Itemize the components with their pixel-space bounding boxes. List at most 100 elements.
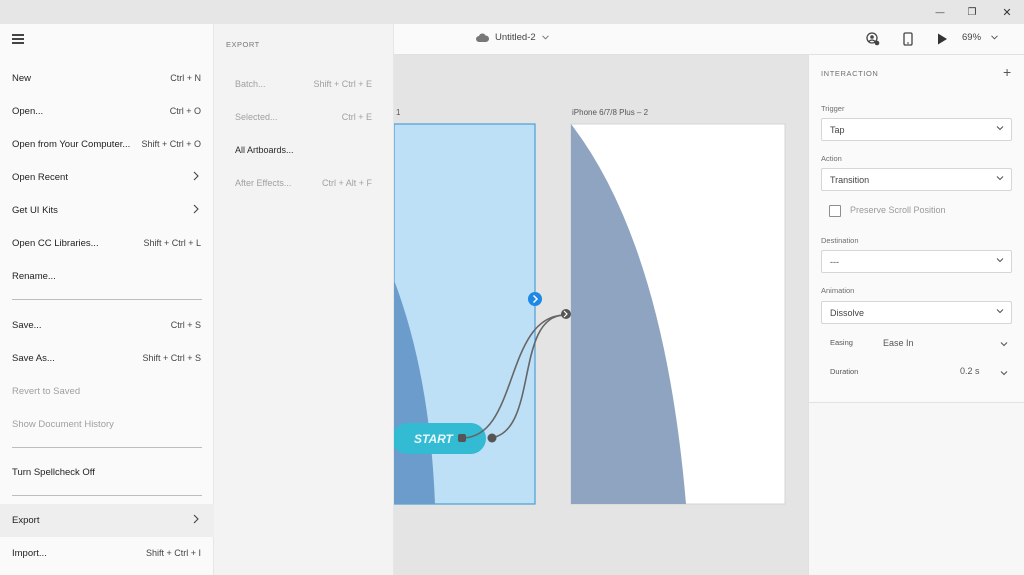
export-all-artboards-item[interactable]: All Artboards...: [214, 134, 394, 167]
chevron-down-icon: [1000, 342, 1008, 347]
close-icon: ✕: [1002, 6, 1012, 19]
chevron-down-icon: [541, 35, 549, 40]
hamburger-menu-icon[interactable]: [12, 34, 24, 44]
menu-item-label: Revert to Saved: [12, 386, 81, 397]
chevron-down-icon: [1000, 371, 1008, 376]
menu-item-open[interactable]: Open... Ctrl + O: [0, 95, 214, 128]
restore-icon: ❐: [967, 6, 977, 18]
trigger-select[interactable]: Tap: [821, 118, 1012, 141]
menu-item-label: Selected...: [235, 112, 278, 122]
start-button-label: START: [414, 432, 455, 446]
export-after-effects-item[interactable]: After Effects... Ctrl + Alt + F: [214, 167, 394, 200]
menu-item-get-ui-kits[interactable]: Get UI Kits: [0, 194, 214, 227]
zoom-value: 69%: [962, 32, 982, 43]
menu-item-save-as[interactable]: Save As... Shift + Ctrl + S: [0, 342, 214, 375]
action-value: Transition: [830, 175, 870, 185]
chevron-down-icon: [996, 258, 1004, 263]
property-inspector: INTERACTION + Trigger Tap Action Transit…: [808, 55, 1024, 575]
share-user-button[interactable]: [864, 30, 882, 48]
menu-item-open-from-computer[interactable]: Open from Your Computer... Shift + Ctrl …: [0, 128, 214, 161]
design-canvas[interactable]: 1 iPhone 6/7/8 Plus – 2 START: [394, 55, 808, 575]
menu-divider: [12, 447, 202, 448]
menu-item-show-document-history[interactable]: Show Document History: [0, 408, 214, 441]
close-window-button[interactable]: ✕: [990, 0, 1024, 24]
animation-select[interactable]: Dissolve: [821, 301, 1012, 324]
duration-value: 0.2 s: [960, 366, 980, 376]
document-title: Untitled-2: [495, 32, 536, 43]
menu-item-open-recent[interactable]: Open Recent: [0, 161, 214, 194]
action-label: Action: [821, 154, 842, 163]
preview-play-button[interactable]: [933, 30, 951, 48]
wire-target-handle: [561, 309, 571, 319]
artboard-1-label[interactable]: 1: [396, 108, 401, 117]
menu-item-shortcut: Ctrl + E: [341, 112, 372, 122]
interaction-heading: INTERACTION: [821, 69, 879, 78]
interaction-wire: [489, 314, 565, 439]
menu-item-open-cc-libraries[interactable]: Open CC Libraries... Shift + Ctrl + L: [0, 227, 214, 260]
destination-select[interactable]: ---: [821, 250, 1012, 273]
zoom-dropdown[interactable]: 69%: [962, 32, 998, 43]
artboard-2-label[interactable]: iPhone 6/7/8 Plus – 2: [572, 108, 649, 117]
duration-select[interactable]: 0.2 s: [957, 363, 1009, 379]
artboard-2-shape: [571, 124, 686, 504]
menu-item-shortcut: Shift + Ctrl + L: [143, 238, 201, 248]
menu-item-revert-to-saved[interactable]: Revert to Saved: [0, 375, 214, 408]
device-preview-button[interactable]: [899, 30, 917, 48]
easing-value: Ease In: [883, 338, 914, 348]
chevron-down-icon: [991, 35, 998, 40]
start-button-shape: [394, 423, 486, 454]
menu-item-import[interactable]: Import... Shift + Ctrl + I: [0, 537, 214, 570]
restore-button[interactable]: ❐: [955, 0, 989, 24]
trigger-value: Tap: [830, 125, 845, 135]
preserve-scroll-checkbox[interactable]: [829, 205, 841, 217]
trigger-label: Trigger: [821, 104, 845, 113]
menu-item-label: Open...: [12, 106, 44, 117]
menu-item-label: Open Recent: [12, 172, 68, 183]
chevron-down-icon: [996, 309, 1004, 314]
add-interaction-button[interactable]: +: [1003, 64, 1012, 80]
phone-icon: [903, 32, 913, 46]
menu-item-shortcut: Shift + Ctrl + S: [142, 353, 201, 363]
destination-label: Destination: [821, 236, 859, 245]
action-select[interactable]: Transition: [821, 168, 1012, 191]
menu-item-label: After Effects...: [235, 178, 292, 188]
menu-item-rename[interactable]: Rename...: [0, 260, 214, 293]
title-bar: — ❐ ✕: [0, 0, 1024, 24]
chevron-down-icon: [996, 176, 1004, 181]
preserve-scroll-label[interactable]: Preserve Scroll Position: [850, 205, 946, 215]
wire-target-arrow: [563, 310, 568, 318]
user-share-icon: [866, 32, 880, 46]
chevron-down-icon: [996, 126, 1004, 131]
export-batch-item[interactable]: Batch... Shift + Ctrl + E: [214, 68, 394, 101]
export-submenu: EXPORT Batch... Shift + Ctrl + E Selecte…: [214, 24, 394, 575]
menu-item-label: Open CC Libraries...: [12, 238, 99, 249]
menu-item-label: Export: [12, 515, 40, 526]
menu-item-label: Save...: [12, 320, 42, 331]
menu-item-label: Batch...: [235, 79, 266, 89]
minimize-icon: —: [935, 7, 945, 17]
export-heading: EXPORT: [226, 40, 260, 49]
menu-item-label: Import...: [12, 548, 47, 559]
menu-item-shortcut: Ctrl + N: [170, 73, 201, 83]
chevron-right-icon: [193, 204, 199, 214]
menu-divider: [12, 495, 202, 496]
export-selected-item[interactable]: Selected... Ctrl + E: [214, 101, 394, 134]
animation-value: Dissolve: [830, 308, 865, 318]
interaction-flow-dot: [528, 292, 542, 306]
interaction-wire: [461, 314, 565, 439]
menu-item-export[interactable]: Export: [0, 504, 214, 537]
chevron-right-icon: [532, 294, 539, 304]
menu-item-new[interactable]: New Ctrl + N: [0, 62, 214, 95]
wire-handle: [487, 433, 497, 443]
destination-value: ---: [830, 257, 839, 267]
easing-select[interactable]: Ease In: [881, 335, 1009, 351]
menu-item-save[interactable]: Save... Ctrl + S: [0, 309, 214, 342]
menu-item-spellcheck[interactable]: Turn Spellcheck Off: [0, 456, 214, 489]
menu-divider: [12, 299, 202, 300]
menu-item-label: Turn Spellcheck Off: [12, 467, 95, 478]
document-title-dropdown[interactable]: Untitled-2: [476, 32, 549, 43]
minimize-button[interactable]: —: [923, 0, 957, 24]
menu-item-shortcut: Ctrl + S: [170, 320, 201, 330]
menu-item-label: Save As...: [12, 353, 55, 364]
app-toolbar: Untitled-2 69%: [394, 24, 1024, 55]
